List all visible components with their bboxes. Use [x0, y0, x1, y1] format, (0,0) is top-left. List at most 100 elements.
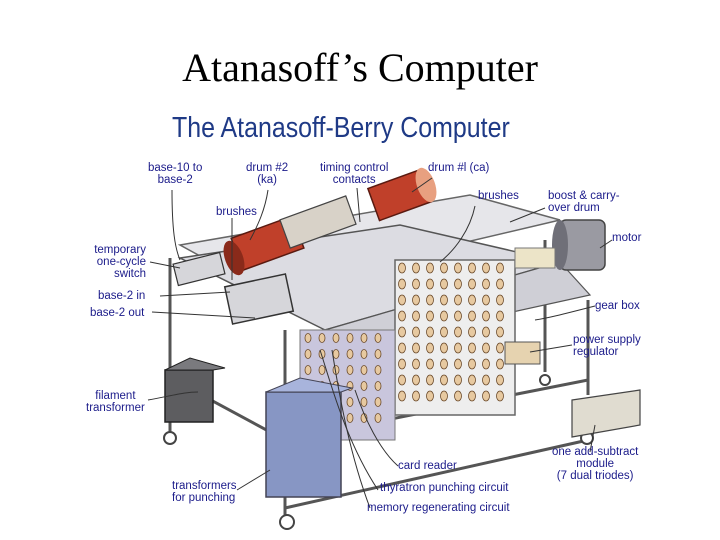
vacuum-tube	[482, 294, 490, 306]
vacuum-tube	[468, 390, 476, 402]
label-boost-carry: boost & carry- over drum	[548, 190, 620, 214]
add-subtract-module	[571, 389, 641, 438]
vacuum-tube	[360, 333, 368, 343]
vacuum-tube	[398, 342, 406, 354]
vacuum-tube	[360, 381, 368, 391]
vacuum-tube	[374, 349, 382, 359]
vacuum-tube	[360, 397, 368, 407]
vacuum-tube	[398, 310, 406, 322]
label-thyratron: thyratron punching circuit	[380, 482, 509, 494]
vacuum-tube	[426, 326, 434, 338]
label-power-supply: power supply regulator	[573, 334, 641, 358]
vacuum-tube	[412, 342, 420, 354]
vacuum-tube	[346, 365, 354, 375]
vacuum-tube	[454, 262, 462, 274]
vacuum-tube	[360, 349, 368, 359]
label-brushes-left: brushes	[216, 206, 257, 218]
vacuum-tube	[440, 278, 448, 290]
label-base-2-out: base-2 out	[90, 307, 145, 319]
leader-lines	[147, 177, 613, 509]
vacuum-tube	[398, 262, 406, 274]
vacuum-tube	[360, 365, 368, 375]
punching-transformers	[265, 377, 354, 498]
vacuum-tube	[346, 397, 354, 407]
label-filament-transformer: filament transformer	[86, 390, 145, 414]
vacuum-tube	[454, 310, 462, 322]
vacuum-tube	[426, 278, 434, 290]
vacuum-tube	[374, 333, 382, 343]
vacuum-tube	[398, 294, 406, 306]
vacuum-tube	[304, 349, 312, 359]
label-motor: motor	[612, 232, 642, 244]
vacuum-tube	[454, 294, 462, 306]
vacuum-tube	[468, 358, 476, 370]
vacuum-tube	[496, 278, 504, 290]
label-base10-to-base2: base-10 to base-2	[148, 162, 203, 186]
vacuum-tube	[398, 326, 406, 338]
label-card-reader: card reader	[398, 460, 457, 472]
vacuum-tube	[496, 358, 504, 370]
vacuum-tube	[426, 358, 434, 370]
vacuum-tube	[426, 390, 434, 402]
figure-title: The Atanasoff-Berry Computer	[172, 112, 510, 144]
vacuum-tube	[482, 358, 490, 370]
vacuum-tube	[440, 294, 448, 306]
vacuum-tube	[468, 342, 476, 354]
vacuum-tube	[426, 310, 434, 322]
vacuum-tube	[440, 310, 448, 322]
input-carriage	[223, 273, 295, 325]
drum-gear-section	[279, 195, 357, 249]
vacuum-tube	[496, 390, 504, 402]
vacuum-tube	[332, 333, 340, 343]
drum-1	[366, 167, 437, 222]
slide-title: Atanasoff’s Computer	[182, 45, 538, 90]
label-timing-control: timing control contacts	[320, 162, 389, 186]
vacuum-tube	[318, 365, 326, 375]
power-supply-box	[504, 341, 541, 365]
label-drum-1: drum #l (ca)	[428, 162, 490, 174]
vacuum-tube	[412, 278, 420, 290]
vacuum-tube	[440, 326, 448, 338]
motor	[552, 219, 606, 271]
vacuum-tube	[496, 294, 504, 306]
vacuum-tube	[482, 262, 490, 274]
vacuum-tube	[454, 278, 462, 290]
vacuum-tube	[468, 326, 476, 338]
vacuum-tube	[398, 374, 406, 386]
vacuum-tube	[496, 262, 504, 274]
vacuum-tube	[426, 374, 434, 386]
vacuum-tube	[482, 278, 490, 290]
vacuum-tube	[426, 342, 434, 354]
vacuum-tube	[440, 262, 448, 274]
vacuum-tube	[440, 390, 448, 402]
label-base-2-in: base-2 in	[98, 290, 146, 302]
vacuum-tube	[412, 294, 420, 306]
vacuum-tube	[412, 310, 420, 322]
label-temporary-switch: temporary one-cycle switch	[94, 244, 146, 280]
vacuum-tube	[468, 294, 476, 306]
vacuum-tube	[496, 310, 504, 322]
vacuum-tube	[374, 397, 382, 407]
vacuum-tube	[304, 333, 312, 343]
label-add-subtract: one add-subtract module (7 dual triodes)	[552, 446, 639, 482]
vacuum-tube	[468, 278, 476, 290]
vacuum-tube	[346, 333, 354, 343]
base-2-switch-bank	[172, 251, 226, 287]
label-memory-regen: memory regenerating circuit	[367, 502, 510, 514]
vacuum-tube	[398, 358, 406, 370]
vacuum-tube	[374, 413, 382, 423]
label-transformers-punching: transformers for punching	[172, 480, 237, 504]
vacuum-tube	[482, 310, 490, 322]
vacuum-tube	[374, 365, 382, 375]
vacuum-tube	[496, 342, 504, 354]
label-brushes-right: brushes	[478, 190, 519, 202]
vacuum-tube	[454, 326, 462, 338]
boost-carry-drum	[514, 247, 556, 269]
vacuum-tube	[454, 390, 462, 402]
vacuum-tube	[426, 262, 434, 274]
vacuum-tube	[346, 349, 354, 359]
vacuum-tube	[318, 333, 326, 343]
vacuum-tube	[398, 390, 406, 402]
vacuum-tube	[332, 349, 340, 359]
